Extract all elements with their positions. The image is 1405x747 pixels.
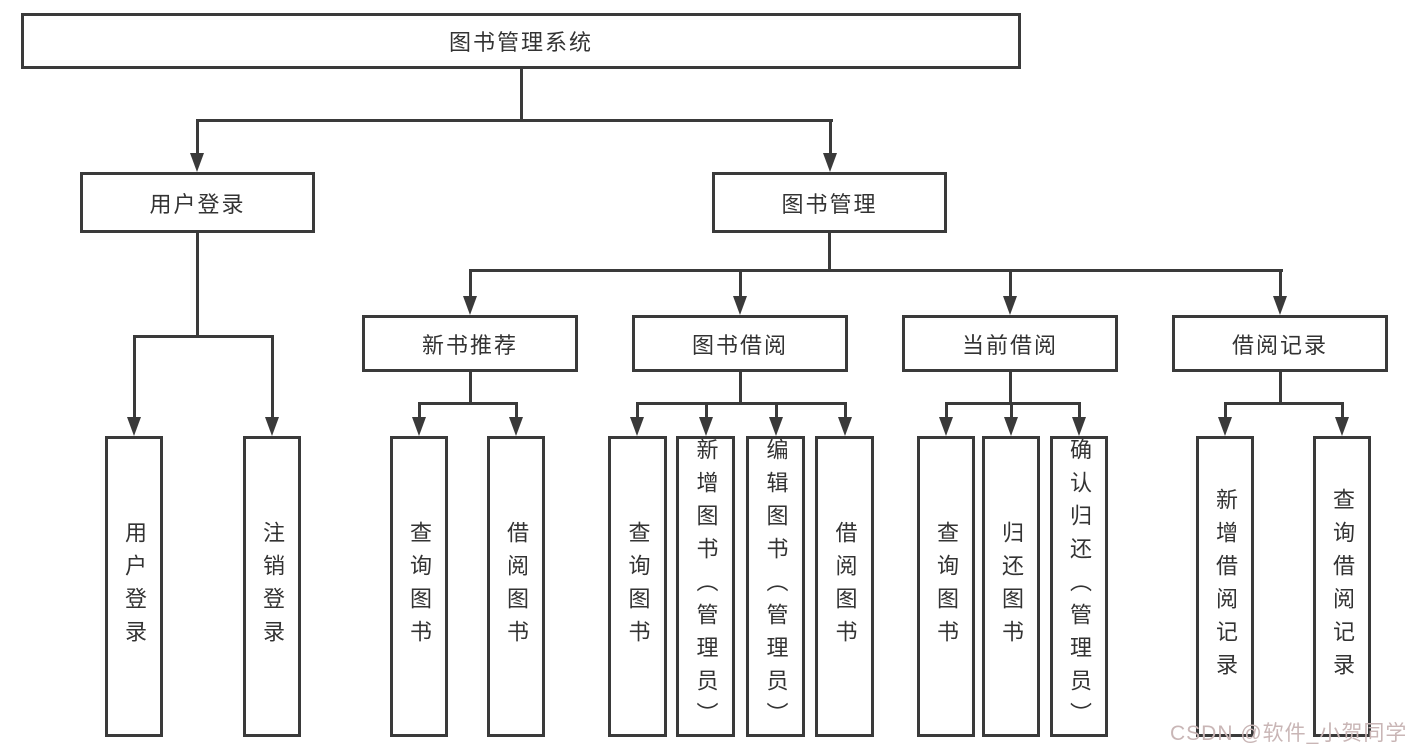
connector (1279, 269, 1282, 298)
arrow-down-icon (463, 296, 477, 315)
arrow-down-icon (1072, 417, 1086, 436)
arrow-down-icon (1335, 417, 1349, 436)
arrow-down-icon (1273, 296, 1287, 315)
connector (636, 402, 847, 405)
connector (196, 119, 199, 154)
connector (520, 69, 523, 121)
watermark: CSDN @软件_小贺同学 (1170, 722, 1405, 745)
connector (739, 269, 742, 298)
connector (739, 372, 742, 403)
connector (133, 335, 274, 338)
arrow-down-icon (412, 417, 426, 436)
leaf-logout-label: 注销登录 (260, 520, 285, 653)
connector (1224, 402, 1227, 419)
arrow-down-icon (190, 153, 204, 172)
leaf-add-borrow-record: 新增借阅记录 (1196, 436, 1254, 737)
node-user-login: 用户登录 (80, 172, 315, 233)
node-borrow-record-label: 借阅记录 (1231, 332, 1328, 358)
leaf-query-borrow-record-label: 查询借阅记录 (1330, 487, 1355, 686)
connector (1224, 402, 1344, 405)
leaf-borrow-edit-admin: 编辑图书（管理员） (746, 436, 805, 737)
leaf-newbook-borrow-label: 借阅图书 (504, 520, 529, 653)
leaf-current-query-label: 查询图书 (934, 520, 959, 653)
node-borrow-record: 借阅记录 (1172, 315, 1388, 372)
connector (1010, 402, 1013, 419)
arrow-down-icon (630, 417, 644, 436)
leaf-confirm-return-admin: 确认归还（管理员） (1050, 436, 1108, 737)
leaf-borrow-add-admin: 新增图书（管理员） (676, 436, 735, 737)
arrow-down-icon (939, 417, 953, 436)
connector (636, 402, 639, 419)
connector (469, 372, 472, 403)
connector (945, 402, 1081, 405)
connector (196, 119, 833, 122)
arrow-down-icon (265, 417, 279, 436)
leaf-current-query: 查询图书 (917, 436, 975, 737)
leaf-borrow-book-label: 借阅图书 (832, 520, 858, 653)
connector (829, 119, 832, 154)
arrow-down-icon (1218, 417, 1232, 436)
connector (133, 335, 136, 419)
leaf-user-login: 用户登录 (105, 436, 163, 737)
leaf-query-borrow-record: 查询借阅记录 (1313, 436, 1371, 737)
leaf-borrow-add-admin-label: 新增图书（管理员） (693, 438, 719, 735)
arrow-down-icon (823, 153, 837, 172)
connector (705, 402, 708, 419)
connector (1009, 372, 1012, 403)
connector (828, 233, 831, 271)
leaf-borrow-query-label: 查询图书 (625, 520, 651, 653)
leaf-return-book-label: 归还图书 (999, 520, 1024, 653)
connector (1009, 269, 1012, 298)
connector (418, 402, 421, 419)
node-book-borrow-label: 图书借阅 (691, 332, 788, 358)
node-book-borrow: 图书借阅 (632, 315, 848, 372)
connector (418, 402, 518, 405)
arrow-down-icon (1003, 296, 1017, 315)
node-root-label: 图书管理系统 (448, 30, 593, 55)
leaf-logout: 注销登录 (243, 436, 301, 737)
connector (1341, 402, 1344, 419)
arrow-down-icon (838, 417, 852, 436)
leaf-borrow-edit-admin-label: 编辑图书（管理员） (763, 438, 789, 735)
node-root-system: 图书管理系统 (21, 13, 1021, 69)
connector (1279, 372, 1282, 403)
leaf-add-borrow-record-label: 新增借阅记录 (1213, 487, 1238, 686)
leaf-newbook-query-label: 查询图书 (407, 520, 432, 653)
connector (469, 269, 472, 298)
arrow-down-icon (733, 296, 747, 315)
connector (515, 402, 518, 419)
node-current-borrow-label: 当前借阅 (961, 332, 1058, 358)
leaf-newbook-borrow: 借阅图书 (487, 436, 545, 737)
connector (469, 269, 1283, 272)
node-book-management-label: 图书管理 (781, 191, 878, 217)
node-new-book-recommend: 新书推荐 (362, 315, 578, 372)
leaf-borrow-book: 借阅图书 (815, 436, 874, 737)
arrow-down-icon (769, 417, 783, 436)
arrow-down-icon (1004, 417, 1018, 436)
connector (844, 402, 847, 419)
leaf-confirm-return-admin-label: 确认归还（管理员） (1067, 438, 1092, 735)
connector (945, 402, 948, 419)
leaf-user-login-label: 用户登录 (122, 520, 147, 653)
node-current-borrow: 当前借阅 (902, 315, 1118, 372)
leaf-borrow-query: 查询图书 (608, 436, 667, 737)
arrow-down-icon (509, 417, 523, 436)
connector (775, 402, 778, 419)
leaf-return-book: 归还图书 (982, 436, 1040, 737)
connector (1078, 402, 1081, 419)
arrow-down-icon (127, 417, 141, 436)
arrow-down-icon (699, 417, 713, 436)
connector (271, 335, 274, 419)
node-new-book-recommend-label: 新书推荐 (421, 332, 518, 358)
connector (196, 233, 199, 337)
node-user-login-label: 用户登录 (149, 191, 246, 217)
node-book-management: 图书管理 (712, 172, 947, 233)
leaf-newbook-query: 查询图书 (390, 436, 448, 737)
